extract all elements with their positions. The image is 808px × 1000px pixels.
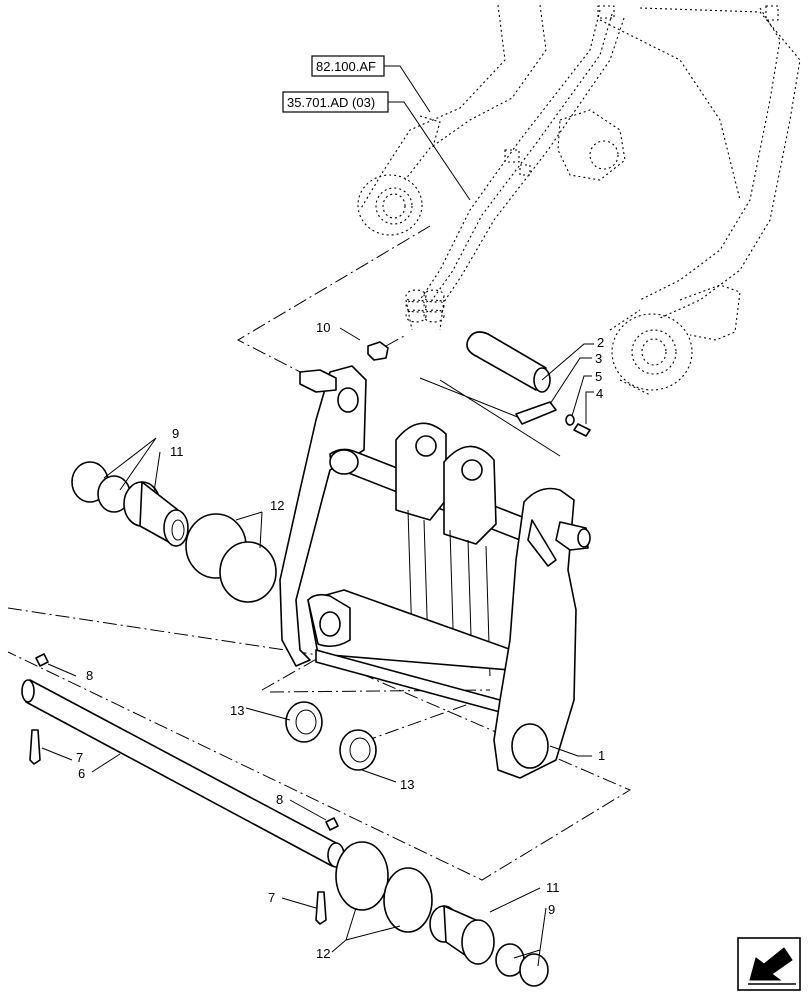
part-10-bushing (367, 341, 389, 361)
callout-8[interactable]: 8 (86, 668, 93, 683)
callout-7[interactable]: 7 (76, 750, 83, 765)
assembly-line-pin (7, 607, 632, 881)
callout-1[interactable]: 1 (598, 748, 605, 763)
part-12-shim (383, 867, 433, 933)
part-6-long-pin (21, 679, 345, 868)
hidden-line (419, 377, 561, 457)
callout-4[interactable]: 4 (596, 386, 603, 401)
loader-arms-outline (357, 4, 801, 396)
reference-box-82-100-af[interactable]: 82.100.AF (311, 55, 431, 113)
part-12-shim (335, 841, 389, 911)
part-12-shim (219, 541, 277, 603)
callouts: 10 2 3 5 4 9 11 12 8 7 6 13 13 1 8 7 12 … (76, 320, 605, 961)
callout-11[interactable]: 11 (546, 880, 560, 895)
part-7-bolt (29, 729, 41, 765)
callout-9[interactable]: 9 (172, 426, 179, 441)
part-8-grease-fitting (325, 817, 339, 831)
callout-13[interactable]: 13 (400, 777, 414, 792)
part-7-bolt (315, 891, 327, 925)
callout-11[interactable]: 11 (170, 444, 184, 459)
callout-5[interactable]: 5 (595, 369, 602, 384)
part-9-washer (519, 953, 549, 987)
callout-6[interactable]: 6 (78, 766, 85, 781)
part-11-flanged-bushing (123, 481, 189, 547)
assembly-line-coupler (385, 335, 405, 347)
callout-10[interactable]: 10 (316, 320, 330, 335)
reference-box-35-701-ad[interactable]: 35.701.AD (03) (282, 91, 471, 201)
part-13-seal (285, 701, 323, 743)
leader-lines (41, 327, 594, 967)
callout-12[interactable]: 12 (270, 498, 284, 513)
reference-label: 82.100.AF (316, 59, 376, 74)
callout-2[interactable]: 2 (597, 335, 604, 350)
part-3-retainer-plate (515, 401, 557, 425)
callout-8[interactable]: 8 (276, 792, 283, 807)
part-8-grease-fitting (35, 653, 49, 667)
callout-3[interactable]: 3 (595, 351, 602, 366)
part-11-flanged-bushing (429, 905, 495, 965)
coupler-frame (279, 365, 591, 779)
arrow-icon[interactable] (737, 937, 801, 991)
part-13-seal (339, 729, 377, 771)
callout-7[interactable]: 7 (268, 890, 275, 905)
callout-9[interactable]: 9 (548, 902, 555, 917)
reference-label: 35.701.AD (03) (287, 95, 375, 110)
part-5-washer (565, 414, 575, 426)
callout-12[interactable]: 12 (316, 946, 330, 961)
part-4-bolt (573, 423, 591, 437)
assembly-line-top (236, 225, 431, 379)
part-2-pin (466, 331, 551, 393)
callout-13[interactable]: 13 (230, 703, 244, 718)
